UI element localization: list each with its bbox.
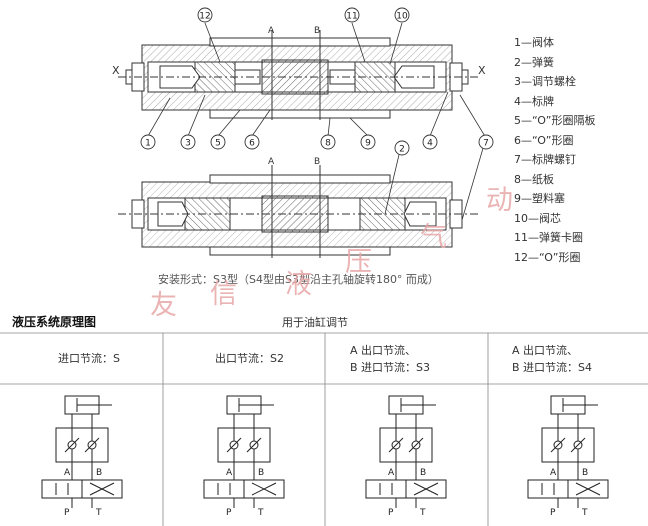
mode-s4-label: A 出口节流、 B 进口节流：S4 (512, 342, 592, 376)
port-p-label: P (550, 508, 556, 518)
legend-item: 1—阀体 (514, 36, 554, 49)
port-b-label-mid: B (314, 157, 321, 167)
svg-text:5: 5 (215, 139, 221, 149)
hydraulic-schematics: A B P T A B P T A B P T A B P T (41, 395, 609, 518)
purpose-text: 用于油缸调节 (282, 316, 348, 329)
port-a-label: A (64, 468, 71, 478)
callout-6: 6 (244, 134, 260, 150)
svg-text:3: 3 (185, 139, 191, 149)
svg-text:4: 4 (427, 139, 433, 149)
schematic-1: A B P T (41, 395, 123, 518)
svg-text:6: 6 (249, 139, 255, 149)
port-a-label: A (388, 468, 395, 478)
svg-text:11: 11 (346, 12, 357, 22)
legend-item: 5—“O”形圈隔板 (514, 114, 596, 127)
port-b-label: B (420, 468, 426, 478)
port-b-label-top: B (314, 26, 321, 36)
schematic-2: A B P T (203, 395, 285, 518)
legend-item: 9—塑料塞 (514, 192, 565, 205)
x-axis-label-right: X (478, 64, 486, 77)
svg-text:1: 1 (145, 139, 151, 149)
watermark-char: 压 (345, 247, 372, 278)
callout-3: 3 (180, 134, 196, 150)
callout-4: 4 (422, 134, 438, 150)
callout-markers: 12 11 10 1 3 5 6 8 9 2 4 7 (140, 7, 494, 156)
schematic-4: A B P T (527, 395, 609, 518)
legend-item: 3—调节螺栓 (514, 75, 576, 88)
legend-item: 7—标牌螺钉 (514, 153, 576, 166)
callout-9: 9 (360, 134, 376, 150)
port-b-label: B (582, 468, 588, 478)
svg-text:10: 10 (396, 12, 408, 22)
watermark-char: 液 (285, 269, 312, 300)
mode-s2-label: 出口节流：S2 (215, 350, 284, 367)
port-a-label-mid: A (268, 157, 275, 167)
mode-line: A 出口节流、 (512, 344, 579, 357)
install-caption: 安装形式：S3型（S4型由S3型沿主孔轴旋转180° 而成） (158, 273, 439, 286)
watermark-char: 动 (486, 185, 513, 216)
legend-item: 10—阀芯 (514, 211, 561, 225)
svg-text:9: 9 (365, 139, 371, 149)
schematic-3: A B P T (365, 395, 447, 518)
callout-8: 8 (320, 134, 336, 150)
mode-line: 出口节流：S2 (215, 352, 284, 365)
port-a-label: A (550, 468, 557, 478)
watermark-char: 气 (420, 222, 447, 253)
legend-item: 4—标牌 (514, 94, 554, 108)
watermark-char: 信 (210, 279, 237, 310)
mode-line: B 进口节流：S4 (512, 361, 593, 374)
legend-item: 11—弹簧卡圈 (514, 231, 583, 244)
leader-lines (147, 22, 487, 221)
legend-item: 8—纸板 (514, 172, 554, 186)
x-axis-label-left: X (112, 64, 120, 77)
callout-11: 11 (344, 7, 360, 23)
port-t-label: T (419, 508, 426, 518)
mode-s3-label: A 出口节流、 B 进口节流：S3 (350, 342, 430, 376)
port-t-label: T (95, 508, 102, 518)
svg-text:12: 12 (199, 12, 210, 22)
legend-item: 2—弹簧 (514, 55, 554, 69)
port-b-label: B (96, 468, 102, 478)
svg-text:2: 2 (399, 145, 405, 155)
mode-line: B 进口节流：S3 (350, 361, 431, 374)
port-t-label: T (581, 508, 588, 518)
port-t-label: T (257, 508, 264, 518)
parts-legend: 1—阀体 2—弹簧 3—调节螺栓 4—标牌 5—“O”形圈隔板 6—“O”形圈 … (514, 33, 595, 267)
svg-text:8: 8 (325, 139, 331, 149)
port-a-label-top: A (268, 26, 275, 36)
mode-line: A 出口节流、 (350, 344, 417, 357)
port-a-label: A (226, 468, 233, 478)
valve-bottom-section (118, 165, 478, 258)
section-title: 液压系统原理图 (12, 315, 97, 329)
legend-item: 6—“O”形圈 (514, 133, 574, 147)
callout-7: 7 (478, 134, 494, 150)
port-b-label: B (258, 468, 264, 478)
mode-s-label: 进口节流：S (58, 350, 120, 367)
callout-5: 5 (210, 134, 226, 150)
callout-12: 12 (197, 7, 213, 23)
legend-item: 12—“O”形圈 (514, 250, 581, 264)
port-p-label: P (226, 508, 232, 518)
callout-1: 1 (140, 134, 156, 150)
port-p-label: P (64, 508, 70, 518)
port-p-label: P (388, 508, 394, 518)
valve-top-section (118, 30, 478, 120)
mode-table-grid (0, 332, 648, 526)
svg-text:7: 7 (483, 139, 489, 149)
callout-10: 10 (394, 7, 410, 23)
watermark-char: 友 (150, 290, 177, 321)
mode-line: 进口节流：S (58, 352, 120, 365)
callout-2: 2 (394, 140, 410, 156)
